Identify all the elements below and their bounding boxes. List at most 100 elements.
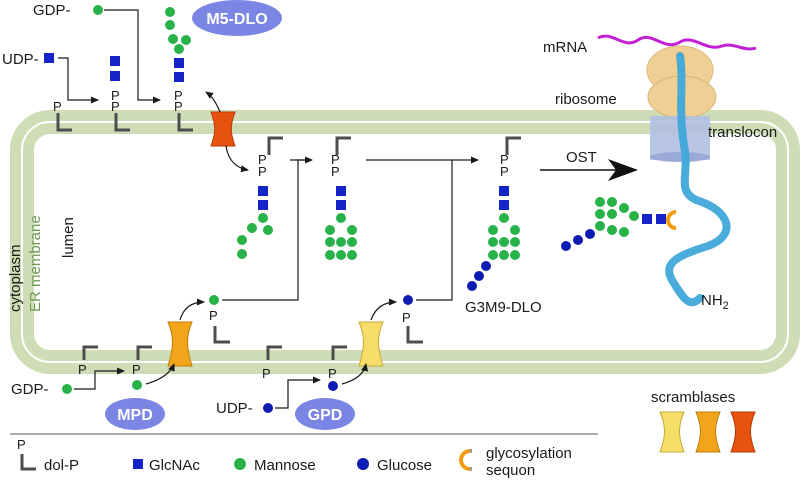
dol-p-lipid bbox=[82, 345, 98, 360]
phosphate-label: P bbox=[78, 362, 87, 377]
mannose-cluster bbox=[325, 213, 357, 260]
scramblase-orange-legend bbox=[695, 411, 721, 453]
flip-arrow bbox=[145, 363, 175, 385]
gdp-mannose-icon bbox=[93, 5, 103, 15]
scramblase-red bbox=[210, 111, 236, 147]
gpd-badge: GPD bbox=[295, 398, 355, 430]
m5-dlo-badge: M5-DLO bbox=[192, 0, 282, 36]
glucose-icon bbox=[328, 381, 338, 391]
mpd-synthesis-arrow bbox=[74, 367, 125, 390]
flip-arrow bbox=[179, 298, 205, 321]
legend-sequon-label-1: glycosylation bbox=[486, 445, 572, 462]
legend-sequon-label-2: sequon bbox=[486, 462, 535, 479]
mannose-icon bbox=[174, 44, 184, 54]
phosphate-label: P bbox=[500, 164, 509, 179]
mannose-donor-arrow bbox=[222, 159, 310, 301]
transferred-glycan bbox=[561, 197, 677, 251]
legend-mannose-label: Mannose bbox=[254, 457, 316, 474]
phosphate-label: P bbox=[174, 88, 183, 103]
flip-arrow bbox=[341, 363, 369, 385]
dol-p-lipid bbox=[331, 345, 347, 360]
glucose-icon bbox=[403, 295, 413, 305]
glcnac-icon bbox=[110, 56, 120, 66]
mpd-badge: MPD bbox=[105, 398, 165, 430]
gpd-label: GPD bbox=[308, 407, 343, 424]
phosphate-label: P bbox=[258, 152, 267, 167]
dol-p-lipid bbox=[406, 326, 423, 344]
mannose-cluster bbox=[488, 213, 520, 260]
legend-dolp-icon bbox=[20, 454, 36, 471]
legend-glcnac-icon bbox=[133, 459, 143, 469]
glcnac-icon bbox=[174, 58, 184, 68]
scramblase-orange bbox=[167, 321, 193, 367]
glcnac-icon bbox=[174, 72, 184, 82]
phosphate-label: P bbox=[53, 99, 62, 114]
gpd-synthesis-arrow bbox=[275, 376, 321, 409]
phosphate-label: P bbox=[258, 164, 267, 179]
dol-p-lipid bbox=[335, 136, 351, 155]
phosphate-label: P bbox=[331, 152, 340, 167]
gdp-top-label: GDP- bbox=[33, 2, 71, 19]
gdp-mannose-icon bbox=[62, 384, 72, 394]
phosphate-label: P bbox=[328, 366, 337, 381]
legend-glucose-label: Glucose bbox=[377, 457, 432, 474]
mrna-label: mRNA bbox=[543, 39, 587, 56]
legend-dolp-glyph: P bbox=[17, 437, 26, 452]
mannose-icon bbox=[181, 35, 191, 45]
mpd-label: MPD bbox=[117, 407, 153, 424]
udp-glcnac-icon bbox=[44, 53, 54, 63]
dol-p-lipid bbox=[56, 113, 72, 132]
flip-arrow bbox=[370, 298, 397, 321]
dol-p-lipid bbox=[266, 345, 282, 360]
cytoplasm-label: cytoplasm bbox=[7, 244, 24, 312]
legend-sequon-icon bbox=[459, 449, 471, 471]
m5-dlo-label: M5-DLO bbox=[206, 11, 267, 28]
nh2-base: NH bbox=[701, 292, 723, 309]
ribosome-label: ribosome bbox=[555, 91, 617, 108]
legend-glcnac-label: GlcNAc bbox=[149, 457, 200, 474]
legend: P dol-P GlcNAc Mannose Glucose glycosyla… bbox=[17, 437, 572, 479]
legend-dolp-label: dol-P bbox=[44, 457, 79, 474]
g3m9-dlo-label: G3M9-DLO bbox=[465, 299, 542, 316]
scramblases-label: scramblases bbox=[651, 389, 735, 406]
mannose-icon bbox=[165, 20, 175, 30]
glcnac-icon bbox=[258, 186, 268, 196]
er-membrane bbox=[10, 110, 800, 374]
phosphate-label: P bbox=[132, 362, 141, 377]
mannose-cluster bbox=[237, 213, 273, 259]
glcnac-icon bbox=[499, 186, 509, 196]
dol-p-lipid bbox=[267, 136, 283, 155]
dol-p-lipid bbox=[213, 326, 230, 344]
nh2-label: NH2 bbox=[701, 292, 729, 312]
glucose-donor-arrow bbox=[416, 160, 453, 301]
nascent-peptide bbox=[665, 52, 731, 307]
dol-p-lipid bbox=[505, 136, 521, 155]
phosphate-label: P bbox=[209, 308, 218, 323]
m5-mannose-cluster bbox=[165, 7, 191, 54]
gdp-bottom-label: GDP- bbox=[11, 381, 49, 398]
phosphate-label: P bbox=[331, 164, 340, 179]
mannose-icon bbox=[165, 7, 175, 17]
glucose-cluster bbox=[467, 261, 491, 291]
lumen-label: lumen bbox=[60, 217, 77, 258]
udp-bottom-label: UDP- bbox=[216, 400, 253, 417]
scramblase-red-legend bbox=[730, 411, 756, 453]
phosphate-label: P bbox=[174, 99, 183, 114]
sequon-icon bbox=[666, 210, 677, 230]
glcnac-icon bbox=[110, 71, 120, 81]
glcnac-icon bbox=[499, 200, 509, 210]
udp-glucose-icon bbox=[263, 403, 273, 413]
mannose-icon bbox=[168, 34, 178, 44]
udp-top-label: UDP- bbox=[2, 51, 39, 68]
flip-arrow bbox=[205, 91, 221, 113]
mannose-icon bbox=[209, 295, 219, 305]
dol-p-lipid bbox=[177, 113, 193, 132]
dol-p-lipid bbox=[136, 345, 152, 360]
translocon-label: translocon bbox=[708, 124, 777, 141]
phosphate-label: P bbox=[111, 99, 120, 114]
dol-p-lipid bbox=[114, 113, 130, 132]
phosphate-label: P bbox=[262, 366, 271, 381]
mannose-icon bbox=[132, 380, 142, 390]
